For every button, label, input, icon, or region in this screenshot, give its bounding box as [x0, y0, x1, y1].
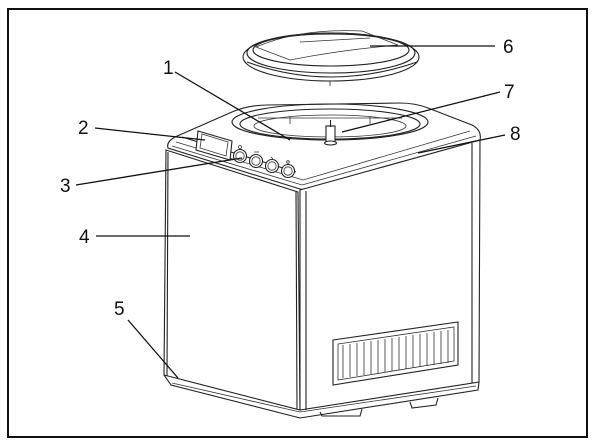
lid [242, 30, 420, 86]
leader-3 [75, 157, 243, 186]
leader-2 [94, 127, 206, 141]
callout-5: 5 [114, 299, 125, 320]
callout-6: 6 [503, 37, 514, 58]
diagram-frame [7, 8, 588, 438]
leader-7 [341, 91, 501, 133]
control-buttons [232, 145, 296, 179]
callout-7: 7 [504, 82, 515, 103]
callout-1: 1 [163, 58, 174, 79]
leader-lines [75, 45, 506, 379]
callout-numbers: 1 2 3 4 5 6 7 8 [60, 37, 521, 320]
leader-1 [174, 71, 291, 141]
callout-2: 2 [78, 118, 89, 139]
drive-shaft [323, 120, 338, 146]
vent-grille [332, 321, 459, 386]
machine-body [163, 102, 481, 419]
leader-5 [127, 319, 179, 379]
leader-8 [417, 134, 506, 154]
callout-8: 8 [510, 124, 521, 145]
callout-4: 4 [79, 227, 90, 248]
callout-3: 3 [60, 176, 71, 197]
vent-slats [342, 330, 449, 378]
